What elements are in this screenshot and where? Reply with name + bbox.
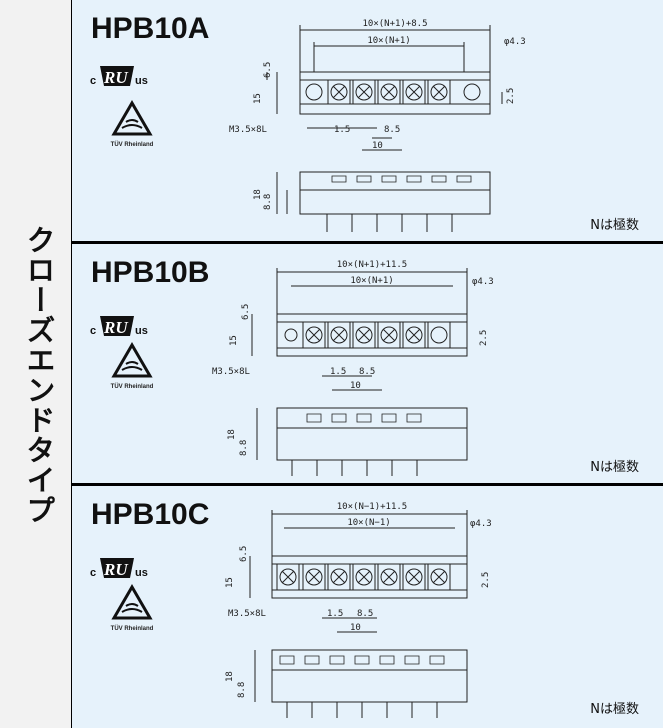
- svg-text:c: c: [90, 75, 96, 87]
- svg-text:15: 15: [253, 93, 263, 104]
- svg-text:18: 18: [227, 429, 237, 440]
- svg-text:6.5: 6.5: [241, 304, 251, 320]
- technical-drawing: 10×(N+1)+11.5 10×(N+1) φ4.3 1.5 8.5 10 M…: [212, 260, 494, 476]
- tuv-logo-text: TÜV Rheinland: [111, 625, 154, 632]
- panel-hpb10b: HPB10B c RU us TÜV Rheinland Nは極数: [72, 244, 663, 486]
- svg-text:10: 10: [350, 381, 361, 391]
- svg-text:8.5: 8.5: [384, 125, 400, 135]
- svg-text:10×(N+1)+8.5: 10×(N+1)+8.5: [362, 19, 427, 29]
- ul-logo-icon: c RU us: [90, 316, 148, 337]
- ul-logo-icon: c RU us: [90, 66, 148, 87]
- svg-text:15: 15: [225, 577, 235, 588]
- svg-text:RU: RU: [103, 318, 128, 337]
- svg-text:M3.5×8L: M3.5×8L: [228, 609, 266, 619]
- svg-text:2.5: 2.5: [506, 88, 516, 104]
- tuv-logo-icon: TÜV Rheinland: [111, 100, 154, 148]
- technical-drawing: 10×(N−1)+11.5 10×(N−1) φ4.3 1.5 8.5 10 M…: [225, 502, 492, 718]
- svg-text:us: us: [135, 567, 148, 579]
- svg-text:10×(N−1)+11.5: 10×(N−1)+11.5: [337, 502, 407, 512]
- svg-text:10×(N+1): 10×(N+1): [367, 36, 410, 46]
- svg-text:φ4.3: φ4.3: [470, 519, 492, 529]
- technical-drawing: 10×(N+1)+8.5 10×(N+1) φ4.3 1.5 8.5 10 M3…: [229, 19, 526, 232]
- svg-text:us: us: [135, 75, 148, 87]
- svg-text:8.8: 8.8: [239, 440, 249, 456]
- model-title: HPB10A: [91, 12, 210, 45]
- pole-note: Nは極数: [590, 218, 639, 233]
- svg-text:1.5: 1.5: [330, 367, 346, 377]
- pole-note: Nは極数: [590, 702, 639, 717]
- model-title: HPB10B: [91, 256, 210, 289]
- tuv-logo-text: TÜV Rheinland: [111, 141, 154, 148]
- svg-text:10×(N+1)+11.5: 10×(N+1)+11.5: [337, 260, 407, 270]
- svg-text:8.5: 8.5: [359, 367, 375, 377]
- pole-note: Nは極数: [590, 460, 639, 475]
- svg-text:6.5: 6.5: [239, 546, 249, 562]
- tuv-logo-text: TÜV Rheinland: [111, 383, 154, 390]
- svg-text:18: 18: [253, 189, 263, 200]
- sidebar: クローズエンドタイプ: [0, 0, 72, 728]
- svg-text:8.8: 8.8: [263, 194, 273, 210]
- model-title: HPB10C: [91, 498, 210, 531]
- svg-text:c: c: [90, 325, 96, 337]
- svg-text:us: us: [135, 325, 148, 337]
- panel-hpb10a: HPB10A c RU us TÜV Rheinland Nは極数: [72, 0, 663, 244]
- svg-text:2.5: 2.5: [479, 330, 489, 346]
- svg-text:M3.5×8L: M3.5×8L: [229, 125, 267, 135]
- svg-text:1.5: 1.5: [327, 609, 343, 619]
- svg-text:1.5: 1.5: [334, 125, 350, 135]
- svg-text:8.8: 8.8: [237, 682, 247, 698]
- svg-text:RU: RU: [103, 68, 128, 87]
- svg-text:10: 10: [350, 623, 361, 633]
- tuv-logo-icon: TÜV Rheinland: [111, 342, 154, 390]
- ul-logo-icon: c RU us: [90, 558, 148, 579]
- svg-text:10: 10: [372, 141, 383, 151]
- svg-text:6.5: 6.5: [263, 62, 273, 78]
- panel-hpb10c: HPB10C c RU us TÜV Rheinland Nは極数: [72, 486, 663, 728]
- svg-text:c: c: [90, 567, 96, 579]
- svg-text:2.5: 2.5: [481, 572, 491, 588]
- tuv-logo-icon: TÜV Rheinland: [111, 584, 154, 632]
- svg-text:10×(N+1): 10×(N+1): [350, 276, 393, 286]
- svg-text:φ4.3: φ4.3: [472, 277, 494, 287]
- side-title: クローズエンドタイプ: [22, 225, 56, 525]
- svg-text:15: 15: [229, 335, 239, 346]
- svg-text:10×(N−1): 10×(N−1): [347, 518, 390, 528]
- svg-text:φ4.3: φ4.3: [504, 37, 526, 47]
- svg-text:8.5: 8.5: [357, 609, 373, 619]
- svg-text:18: 18: [225, 671, 235, 682]
- svg-text:RU: RU: [103, 560, 128, 579]
- svg-text:M3.5×8L: M3.5×8L: [212, 367, 250, 377]
